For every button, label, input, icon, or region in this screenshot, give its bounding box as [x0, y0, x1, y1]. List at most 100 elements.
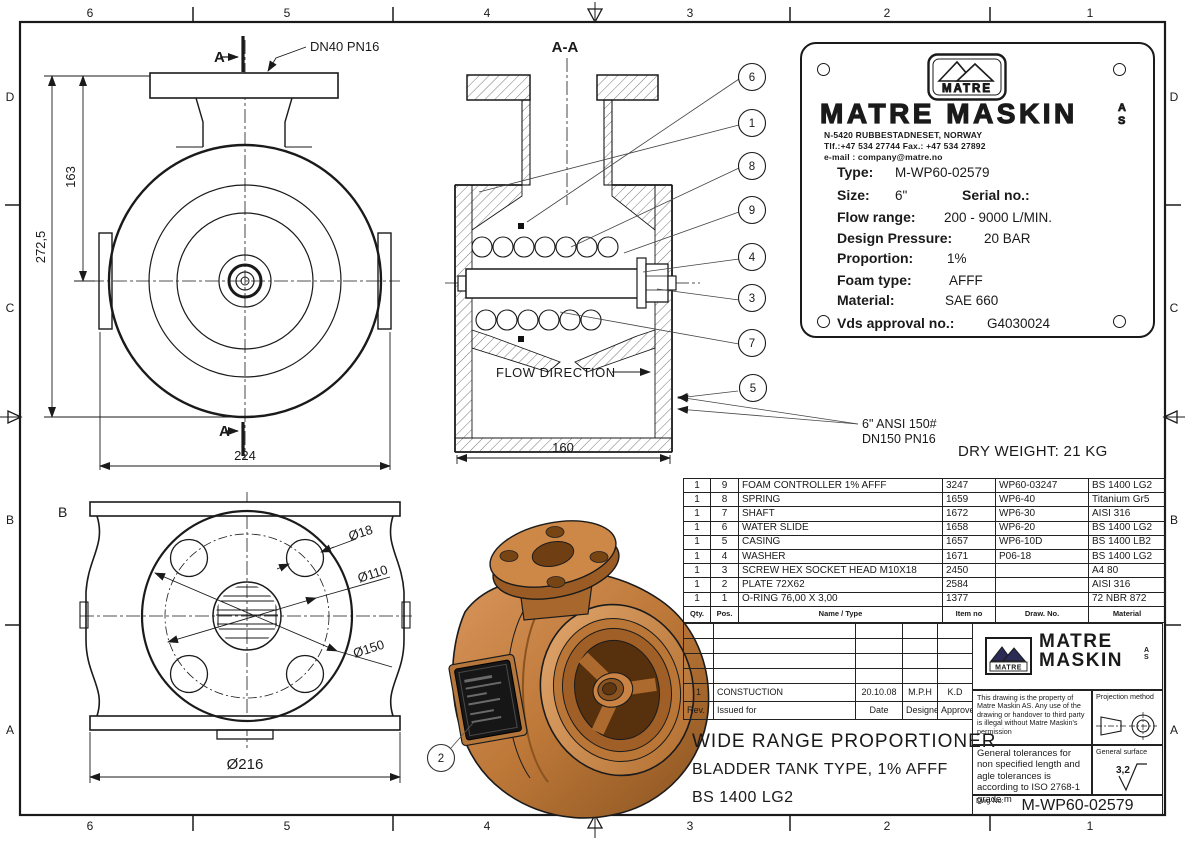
- col-label: 4: [484, 6, 491, 20]
- front-face: [539, 603, 695, 777]
- nameplate-hole: [817, 315, 830, 328]
- revision-header-row: Rev. Issued for Date Designed Approved: [683, 701, 973, 720]
- nameplate-phone: Tlf.:+47 534 27744 Fax.: +47 534 27892: [824, 141, 986, 151]
- nameplate-row-flow: Flow range: 200 - 9000 L/MIN.: [837, 209, 1053, 225]
- front-view-texts: A A DN40 PN16 272,5 163 224: [33, 39, 379, 463]
- side-dims: [89, 538, 401, 783]
- revision-empty-row: [683, 623, 973, 639]
- nameplate-row-pressure: Design Pressure: 20 BAR: [837, 230, 1031, 246]
- row-label: D: [1170, 90, 1179, 104]
- view-b-label: B: [58, 504, 67, 520]
- projection-method-label: Projection method: [1096, 692, 1154, 701]
- col-label: 2: [884, 6, 891, 20]
- surface-finish-label: General surface: [1096, 747, 1148, 756]
- dim-d150: Ø150: [351, 637, 386, 661]
- dim-163: 163: [63, 166, 78, 188]
- revision-empty-row: [683, 653, 973, 669]
- side-view-texts: B Ø18 Ø110 Ø150 Ø216: [58, 504, 390, 773]
- zone-labels: 6 5 4 3 2 1 6 5 4 3 2 1 D C B A D C B A: [6, 6, 1179, 833]
- front-dims: [44, 75, 391, 470]
- nameplate-company: MATRE MASKIN A S: [819, 98, 1126, 130]
- matre-logo-small: MATRE: [985, 637, 1032, 675]
- nameplate-row-material: Material: SAE 660: [837, 292, 999, 308]
- dim-160: 160: [552, 440, 574, 455]
- balloon-3: 3: [749, 293, 755, 305]
- col-label: 5: [284, 819, 291, 833]
- front-view: [44, 36, 400, 470]
- svg-text:S: S: [1118, 115, 1125, 127]
- balloon-5: 5: [750, 383, 756, 395]
- balloon-4: 4: [749, 252, 756, 264]
- balloon-2: 2: [438, 753, 444, 765]
- center-marker-top: [586, 2, 604, 24]
- section-cut-line: [220, 36, 245, 456]
- nameplate-email: e-mail : company@matre.no: [824, 152, 943, 162]
- nameplate-hole: [1113, 315, 1126, 328]
- section-title: A-A: [552, 39, 579, 56]
- col-label: 3: [687, 6, 694, 20]
- flange-note: DN40 PN16: [310, 39, 379, 54]
- mountain-icon: [989, 646, 1027, 662]
- col-label: 1: [1087, 6, 1094, 20]
- property-notice: This drawing is the property of Matre Ma…: [972, 690, 1092, 745]
- nameplate: MATRE MATRE MASKIN A S N-5420 RUBBESTADN…: [800, 42, 1155, 338]
- col-label: 2: [884, 819, 891, 833]
- revision-empty-row: [683, 638, 973, 654]
- flow-direction-label: FLOW DIRECTION: [496, 365, 616, 380]
- section-view: [445, 58, 859, 464]
- revision-table: 1 CONSTUCTION 20.10.08 M.P.H K.D Rev. Is…: [683, 623, 973, 720]
- row-label: C: [1170, 301, 1179, 315]
- dim-224: 224: [234, 448, 256, 463]
- revision-data-row: 1 CONSTUCTION 20.10.08 M.P.H K.D: [683, 683, 973, 702]
- col-label: 4: [484, 819, 491, 833]
- balloon-8: 8: [749, 161, 755, 173]
- drawing-title-line1: WIDE RANGE PROPORTIONER: [692, 731, 997, 752]
- render-3d: 2: [426, 520, 710, 819]
- spring: [471, 236, 619, 331]
- revision-empty-row: [683, 668, 973, 684]
- section-label-a-bottom: A: [219, 423, 230, 440]
- nameplate-hole: [817, 63, 830, 76]
- center-marker-right: [1162, 409, 1185, 425]
- matre-logo: MATRE: [927, 53, 1007, 101]
- mountain-icon: [937, 60, 996, 82]
- row-label: A: [1170, 723, 1178, 737]
- section-view-texts: A-A FLOW DIRECTION 160 6" ANSI 150# DN15…: [496, 39, 937, 455]
- drawing-title-line2: BLADDER TANK TYPE, 1% AFFF: [692, 761, 948, 778]
- svg-text:MATRE: MATRE: [995, 665, 1022, 672]
- center-marker-bottom: [586, 813, 604, 838]
- shaft-assembly: [457, 257, 677, 309]
- svg-text:3,2: 3,2: [1116, 765, 1130, 776]
- row-label: C: [6, 301, 15, 315]
- balloons: [737, 62, 768, 403]
- dwg-no-cell: Dwg No: M-WP60-02579: [972, 795, 1163, 815]
- ansi-note-line2: DN150 PN16: [862, 432, 936, 446]
- col-label: 5: [284, 6, 291, 20]
- nameplate-row-proportion: Proportion: 1%: [837, 250, 967, 266]
- row-label: B: [6, 513, 14, 527]
- row-label: B: [1170, 513, 1178, 527]
- svg-text:MATRE: MATRE: [942, 83, 992, 95]
- dwg-no-label: Dwg No:: [976, 796, 1004, 805]
- balloon-6: 6: [749, 72, 755, 84]
- side-view: [79, 492, 412, 783]
- projection-method-cell: Projection method: [1092, 690, 1163, 745]
- dim-272-5: 272,5: [33, 231, 48, 264]
- drawing-title-area: WIDE RANGE PROPORTIONER BLADDER TANK TYP…: [683, 725, 996, 815]
- surface-finish-cell: General surface 3,2: [1092, 745, 1163, 795]
- surface-finish-icon: 3,2: [1116, 763, 1147, 792]
- section-label-a-top: A: [214, 49, 225, 66]
- nameplate-row-vds: Vds approval no.: G4030024: [837, 315, 1051, 331]
- render-plate: [448, 653, 528, 747]
- dim-d216: Ø216: [227, 756, 264, 773]
- col-label: 6: [87, 6, 94, 20]
- center-marker-left: [0, 409, 23, 425]
